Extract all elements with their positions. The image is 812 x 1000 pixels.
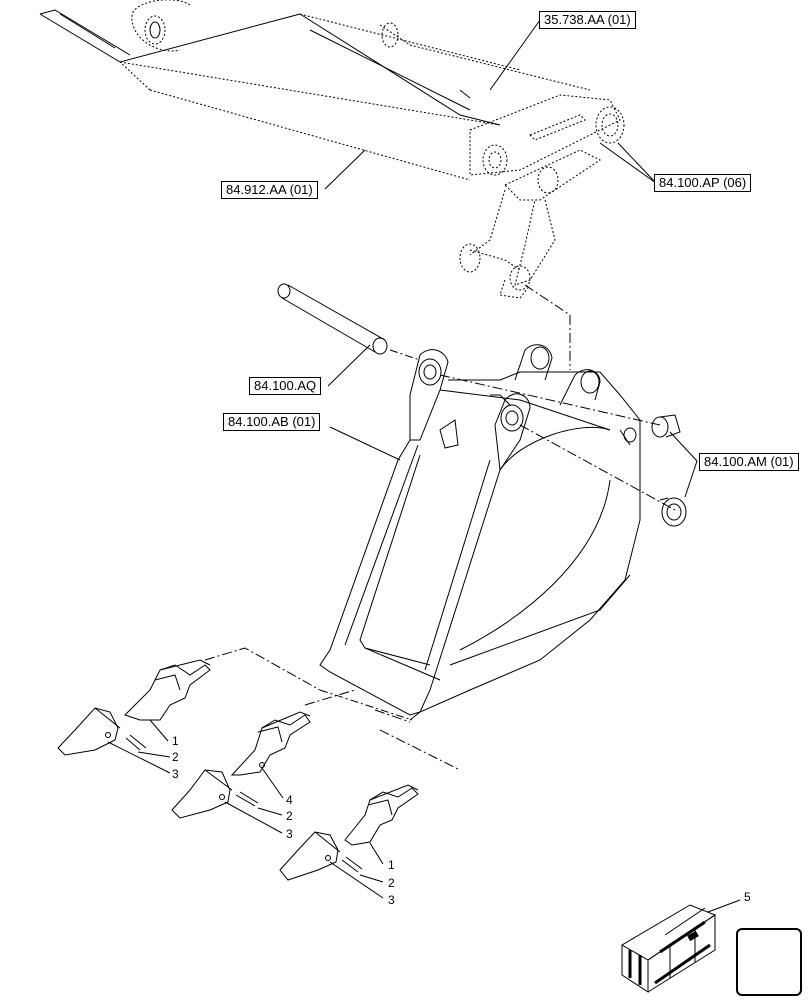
bucket-pin <box>277 283 421 361</box>
item-number-3: 3 <box>172 767 179 781</box>
tooth-set-b <box>171 711 311 819</box>
item-number-1: 1 <box>388 858 395 872</box>
tooth-set-c <box>279 784 419 881</box>
bushings <box>651 414 687 527</box>
tooth-set-a <box>57 659 211 756</box>
item-number-3: 3 <box>388 893 395 907</box>
ref-label-84-912-aa[interactable]: 84.912.AA (01) <box>221 181 318 199</box>
navigation-button[interactable] <box>736 928 802 996</box>
packing-crate-icon <box>621 904 717 993</box>
item-number-2: 2 <box>172 750 179 764</box>
center-lines <box>204 284 676 771</box>
ref-label-84-100-ap[interactable]: 84.100.AP (06) <box>654 174 752 192</box>
kit-number-5: 5 <box>744 890 751 904</box>
ref-label-35-738-aa[interactable]: 35.738.AA (01) <box>539 11 636 29</box>
leader-lines <box>107 19 741 913</box>
item-number-2: 2 <box>388 876 395 890</box>
item-number-3: 3 <box>286 827 293 841</box>
ref-label-84-100-aq[interactable]: 84.100.AQ <box>249 377 322 395</box>
bucket <box>319 344 641 721</box>
item-number-4: 4 <box>286 793 293 807</box>
bucket-linkage <box>459 94 625 299</box>
ref-label-84-100-am[interactable]: 84.100.AM (01) <box>699 453 799 471</box>
item-number-2: 2 <box>286 809 293 823</box>
item-number-1: 1 <box>172 734 179 748</box>
arm-assembly <box>39 0 591 181</box>
ref-label-84-100-ab[interactable]: 84.100.AB (01) <box>223 413 321 431</box>
